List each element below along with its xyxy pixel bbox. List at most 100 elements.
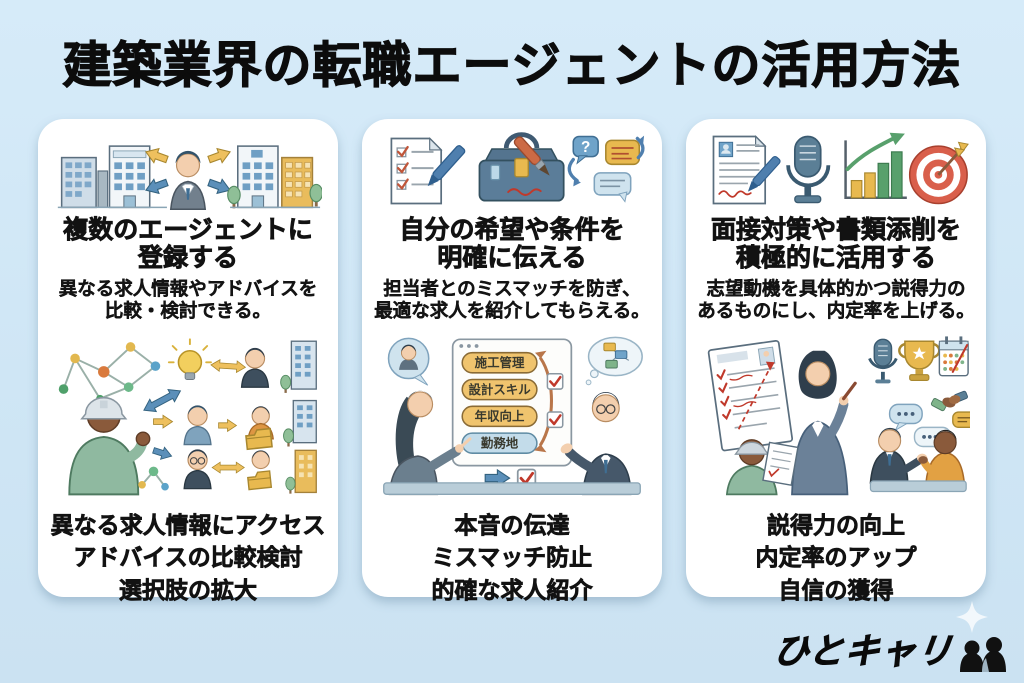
card-heading: 面接対策や書類添削を 積極的に活用する bbox=[710, 216, 962, 273]
heading-line: 自分の希望や条件を bbox=[399, 216, 625, 245]
heading-line: 面接対策や書類添削を bbox=[710, 216, 962, 245]
benefit-line: 説得力の向上 bbox=[767, 511, 906, 538]
card-description: 担当者とのミスマッチを防ぎ、 最適な求人を紹介してもらえる。 bbox=[374, 277, 650, 323]
agent-top-icon bbox=[240, 347, 270, 388]
heading-line: 積極的に活用する bbox=[735, 244, 937, 273]
yellow-arrow bbox=[218, 418, 237, 432]
page-title: 建築業界の転職エージェントの活用方法 bbox=[62, 38, 962, 93]
trophy-icon bbox=[898, 340, 941, 381]
correction-and-interview-illustration bbox=[707, 336, 970, 495]
toolbox-icon bbox=[478, 132, 565, 202]
brand-logo: ひとキャリ bbox=[771, 623, 1010, 674]
description-line: 志望動機を具体的かつ説得力の bbox=[706, 277, 966, 299]
job-seeker-woman bbox=[388, 390, 472, 495]
benefit-line: 選択肢の拡大 bbox=[118, 576, 258, 604]
speech-bubble-with-person-icon bbox=[387, 337, 430, 386]
card-benefits: 異なる求人情報にアクセス アドバイスの比較検討 選択肢の拡大 bbox=[50, 509, 326, 607]
description-line: 担当者とのミスマッチを防ぎ、 bbox=[383, 277, 641, 299]
worker-with-paper bbox=[725, 438, 799, 495]
svg-text:設計スキル: 設計スキル bbox=[468, 381, 531, 396]
benefit-line: 内定率のアップ bbox=[755, 544, 917, 571]
red-squiggle bbox=[507, 188, 542, 196]
board-pill-work-location: 勤務地 bbox=[461, 431, 538, 454]
card-benefits: 本音の伝達 ミスマッチ防止 的確な求人紹介 bbox=[431, 509, 593, 607]
agent-with-folder-middle-icon bbox=[244, 405, 274, 450]
thought-cloud-flowchart-icon bbox=[585, 336, 643, 385]
company-building-top-icon bbox=[280, 340, 317, 393]
worker-agent-network-illustration bbox=[58, 337, 317, 495]
board-pill-construction-management: 施工管理 bbox=[461, 351, 538, 374]
table bbox=[383, 481, 641, 495]
yellow-arrow bbox=[153, 414, 173, 428]
benefit-line: ミスマッチ防止 bbox=[431, 544, 593, 571]
table bbox=[869, 479, 967, 492]
lightbulb-icon bbox=[167, 337, 212, 380]
brush-icon bbox=[513, 136, 550, 176]
job-seeker-icon bbox=[169, 150, 207, 211]
question-mark-glyph: ? bbox=[581, 139, 590, 156]
chat-bubbles-icon: ? bbox=[567, 135, 645, 203]
card-benefits: 説得力の向上 内定率のアップ 自信の獲得 bbox=[755, 509, 917, 607]
construction-worker-icon bbox=[68, 396, 151, 495]
card-heading: 複数のエージェントに 登録する bbox=[63, 216, 313, 273]
resume-icon bbox=[712, 135, 781, 205]
description-line: あるものにし、内定率を上げる。 bbox=[697, 300, 975, 322]
heading-line: 明確に伝える bbox=[437, 244, 587, 273]
card-register-multiple-agents: 複数のエージェントに 登録する 異なる求人情報やアドバイスを 比較・検討できる。 bbox=[38, 119, 338, 603]
corrected-document bbox=[707, 339, 794, 451]
pen-icon bbox=[747, 155, 781, 192]
card-description: 異なる求人情報やアドバイスを 比較・検討できる。 bbox=[58, 277, 318, 323]
mini-network-icon bbox=[138, 466, 169, 491]
network-graph-icon bbox=[58, 341, 161, 403]
yellow-double-arrow bbox=[210, 358, 247, 374]
company-building-bottom-icon bbox=[285, 449, 317, 494]
microphone-icon bbox=[786, 135, 831, 204]
description-line: 比較・検討できる。 bbox=[104, 300, 272, 322]
office-buildings-right-icon bbox=[227, 145, 322, 209]
card-interview-document-support: 面接対策や書類添削を 積極的に活用する 志望動機を具体的かつ説得力の あるものに… bbox=[686, 119, 986, 603]
target-icon bbox=[908, 141, 969, 205]
agent-with-folder-bottom-icon bbox=[246, 449, 273, 490]
agent-woman-reviewing bbox=[791, 350, 857, 495]
agent-middle-icon bbox=[183, 404, 212, 445]
brand-logo-text: ひとキャリ bbox=[771, 632, 956, 672]
blue-arrow bbox=[151, 443, 174, 463]
description-line: 最適な求人を紹介してもらえる。 bbox=[374, 300, 650, 322]
benefit-line: 的確な求人紹介 bbox=[431, 576, 593, 604]
card-heading: 自分の希望や条件を 明確に伝える bbox=[399, 216, 625, 273]
microphone-small-icon bbox=[868, 338, 898, 383]
handshake-icon bbox=[930, 390, 970, 428]
board-pill-salary-up: 年収向上 bbox=[461, 405, 538, 427]
svg-text:施工管理: 施工管理 bbox=[475, 355, 525, 370]
benefit-line: 本音の伝達 bbox=[454, 511, 570, 538]
red-signature bbox=[718, 190, 752, 198]
condition-board: 施工管理 設計スキル 年収向上 勤務地 bbox=[451, 338, 573, 467]
two-people-silhouette-icon bbox=[960, 637, 1006, 672]
pen-icon bbox=[427, 145, 466, 187]
benefit-line: 異なる求人情報にアクセス bbox=[50, 511, 326, 538]
company-building-middle-icon bbox=[283, 399, 317, 447]
svg-text:勤務地: 勤務地 bbox=[481, 435, 519, 450]
card-communicate-wishes: ? 自分の希望や条件を 明確に伝える 担当者とのミスマッチを防ぎ、 最適な求人を… bbox=[362, 119, 662, 603]
svg-text:年収向上: 年収向上 bbox=[475, 408, 525, 423]
curved-arrow bbox=[539, 356, 554, 446]
checklist-icon bbox=[390, 137, 466, 205]
description-line: 異なる求人情報やアドバイスを bbox=[58, 277, 318, 299]
heading-line: 登録する bbox=[137, 244, 239, 273]
checklist-toolbox-chat-illustration: ? bbox=[390, 132, 645, 205]
cards-row: 複数のエージェントに 登録する 異なる求人情報やアドバイスを 比較・検討できる。 bbox=[38, 119, 986, 603]
card-description: 志望動機を具体的かつ説得力の あるものにし、内定率を上げる。 bbox=[697, 277, 975, 323]
benefit-line: アドバイスの比較検討 bbox=[73, 544, 303, 571]
interview-practice-pair bbox=[869, 427, 966, 484]
calendar-icon bbox=[938, 336, 969, 377]
agents-buildings-illustration bbox=[57, 144, 322, 211]
blue-double-arrow bbox=[140, 383, 185, 417]
benefit-line: 自信の獲得 bbox=[778, 576, 894, 604]
yellow-double-arrow bbox=[211, 461, 245, 473]
consultation-illustration: 施工管理 設計スキル 年収向上 勤務地 bbox=[383, 336, 643, 495]
office-buildings-left-icon bbox=[57, 145, 167, 209]
board-pill-design-skill: 設計スキル bbox=[461, 378, 538, 400]
heading-line: 複数のエージェントに bbox=[63, 216, 313, 245]
agent-bottom-icon bbox=[183, 448, 212, 489]
growth-chart-icon bbox=[844, 132, 907, 200]
